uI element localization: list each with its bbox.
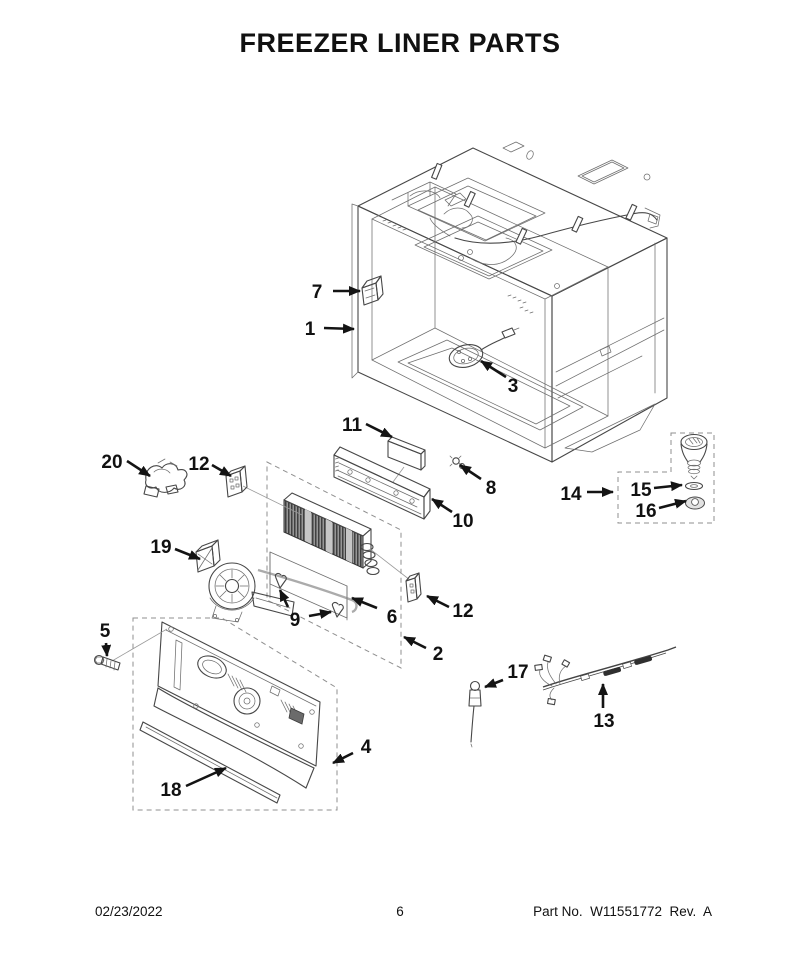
callout-11: 11 [342, 415, 363, 436]
callout-12-left: 12 [188, 454, 209, 475]
footer-part-number: Part No. W11551772 Rev. A [533, 904, 712, 919]
part-10-duct [333, 446, 431, 520]
callout-3: 3 [508, 376, 519, 397]
part-12-connector-right [369, 548, 422, 603]
callout-1: 1 [305, 319, 316, 340]
page-title: FREEZER LINER PARTS [239, 28, 561, 58]
part-17-thermistor [468, 680, 482, 748]
part-14-drain-group [617, 432, 715, 524]
part-4-cover-group [132, 617, 338, 811]
part-3-sensor [448, 327, 520, 368]
callout-15: 15 [630, 480, 652, 501]
callout-labels: 7 1 3 11 8 10 20 12 19 9 6 12 2 5 4 18 1… [100, 282, 657, 801]
footer-date: 02/23/2022 [95, 904, 163, 919]
part-16-grommet [685, 496, 705, 510]
part-20-harness-clip [143, 458, 188, 498]
callout-4: 4 [361, 737, 372, 758]
part-5-screw [93, 628, 168, 671]
part-7-switch [361, 275, 384, 306]
callout-16: 16 [635, 501, 656, 522]
callout-7: 7 [312, 282, 323, 303]
callout-5: 5 [100, 621, 111, 642]
part-1-cabinet [351, 141, 668, 463]
callout-20: 20 [101, 452, 122, 473]
callout-10: 10 [452, 511, 473, 532]
callout-arrows [101, 286, 687, 788]
evaporator-cover-panel [153, 621, 321, 789]
callout-13: 13 [593, 711, 614, 732]
part-13-wire-harness [534, 646, 677, 706]
footer-page-number: 6 [396, 904, 404, 919]
part-18-trim-strip [139, 721, 281, 804]
callout-17: 17 [507, 662, 528, 683]
callout-6: 6 [387, 607, 398, 628]
parts-diagram: 7 1 3 11 8 10 20 12 19 9 6 12 2 5 4 18 1… [93, 141, 715, 811]
callout-8: 8 [486, 478, 497, 499]
callout-18: 18 [160, 780, 181, 801]
part-15-washer [684, 481, 704, 491]
evaporator-coil [283, 492, 380, 576]
callout-12-right: 12 [452, 601, 473, 622]
part-11-damper [387, 436, 426, 483]
part-12-connector-left [225, 465, 303, 516]
callout-2: 2 [433, 644, 444, 665]
drain-funnel [680, 433, 708, 480]
callout-9: 9 [290, 610, 301, 631]
part-2-evaporator-group [257, 461, 422, 669]
callout-19: 19 [150, 537, 171, 558]
part-19-fan-motor [195, 539, 295, 623]
callout-14: 14 [560, 484, 582, 505]
